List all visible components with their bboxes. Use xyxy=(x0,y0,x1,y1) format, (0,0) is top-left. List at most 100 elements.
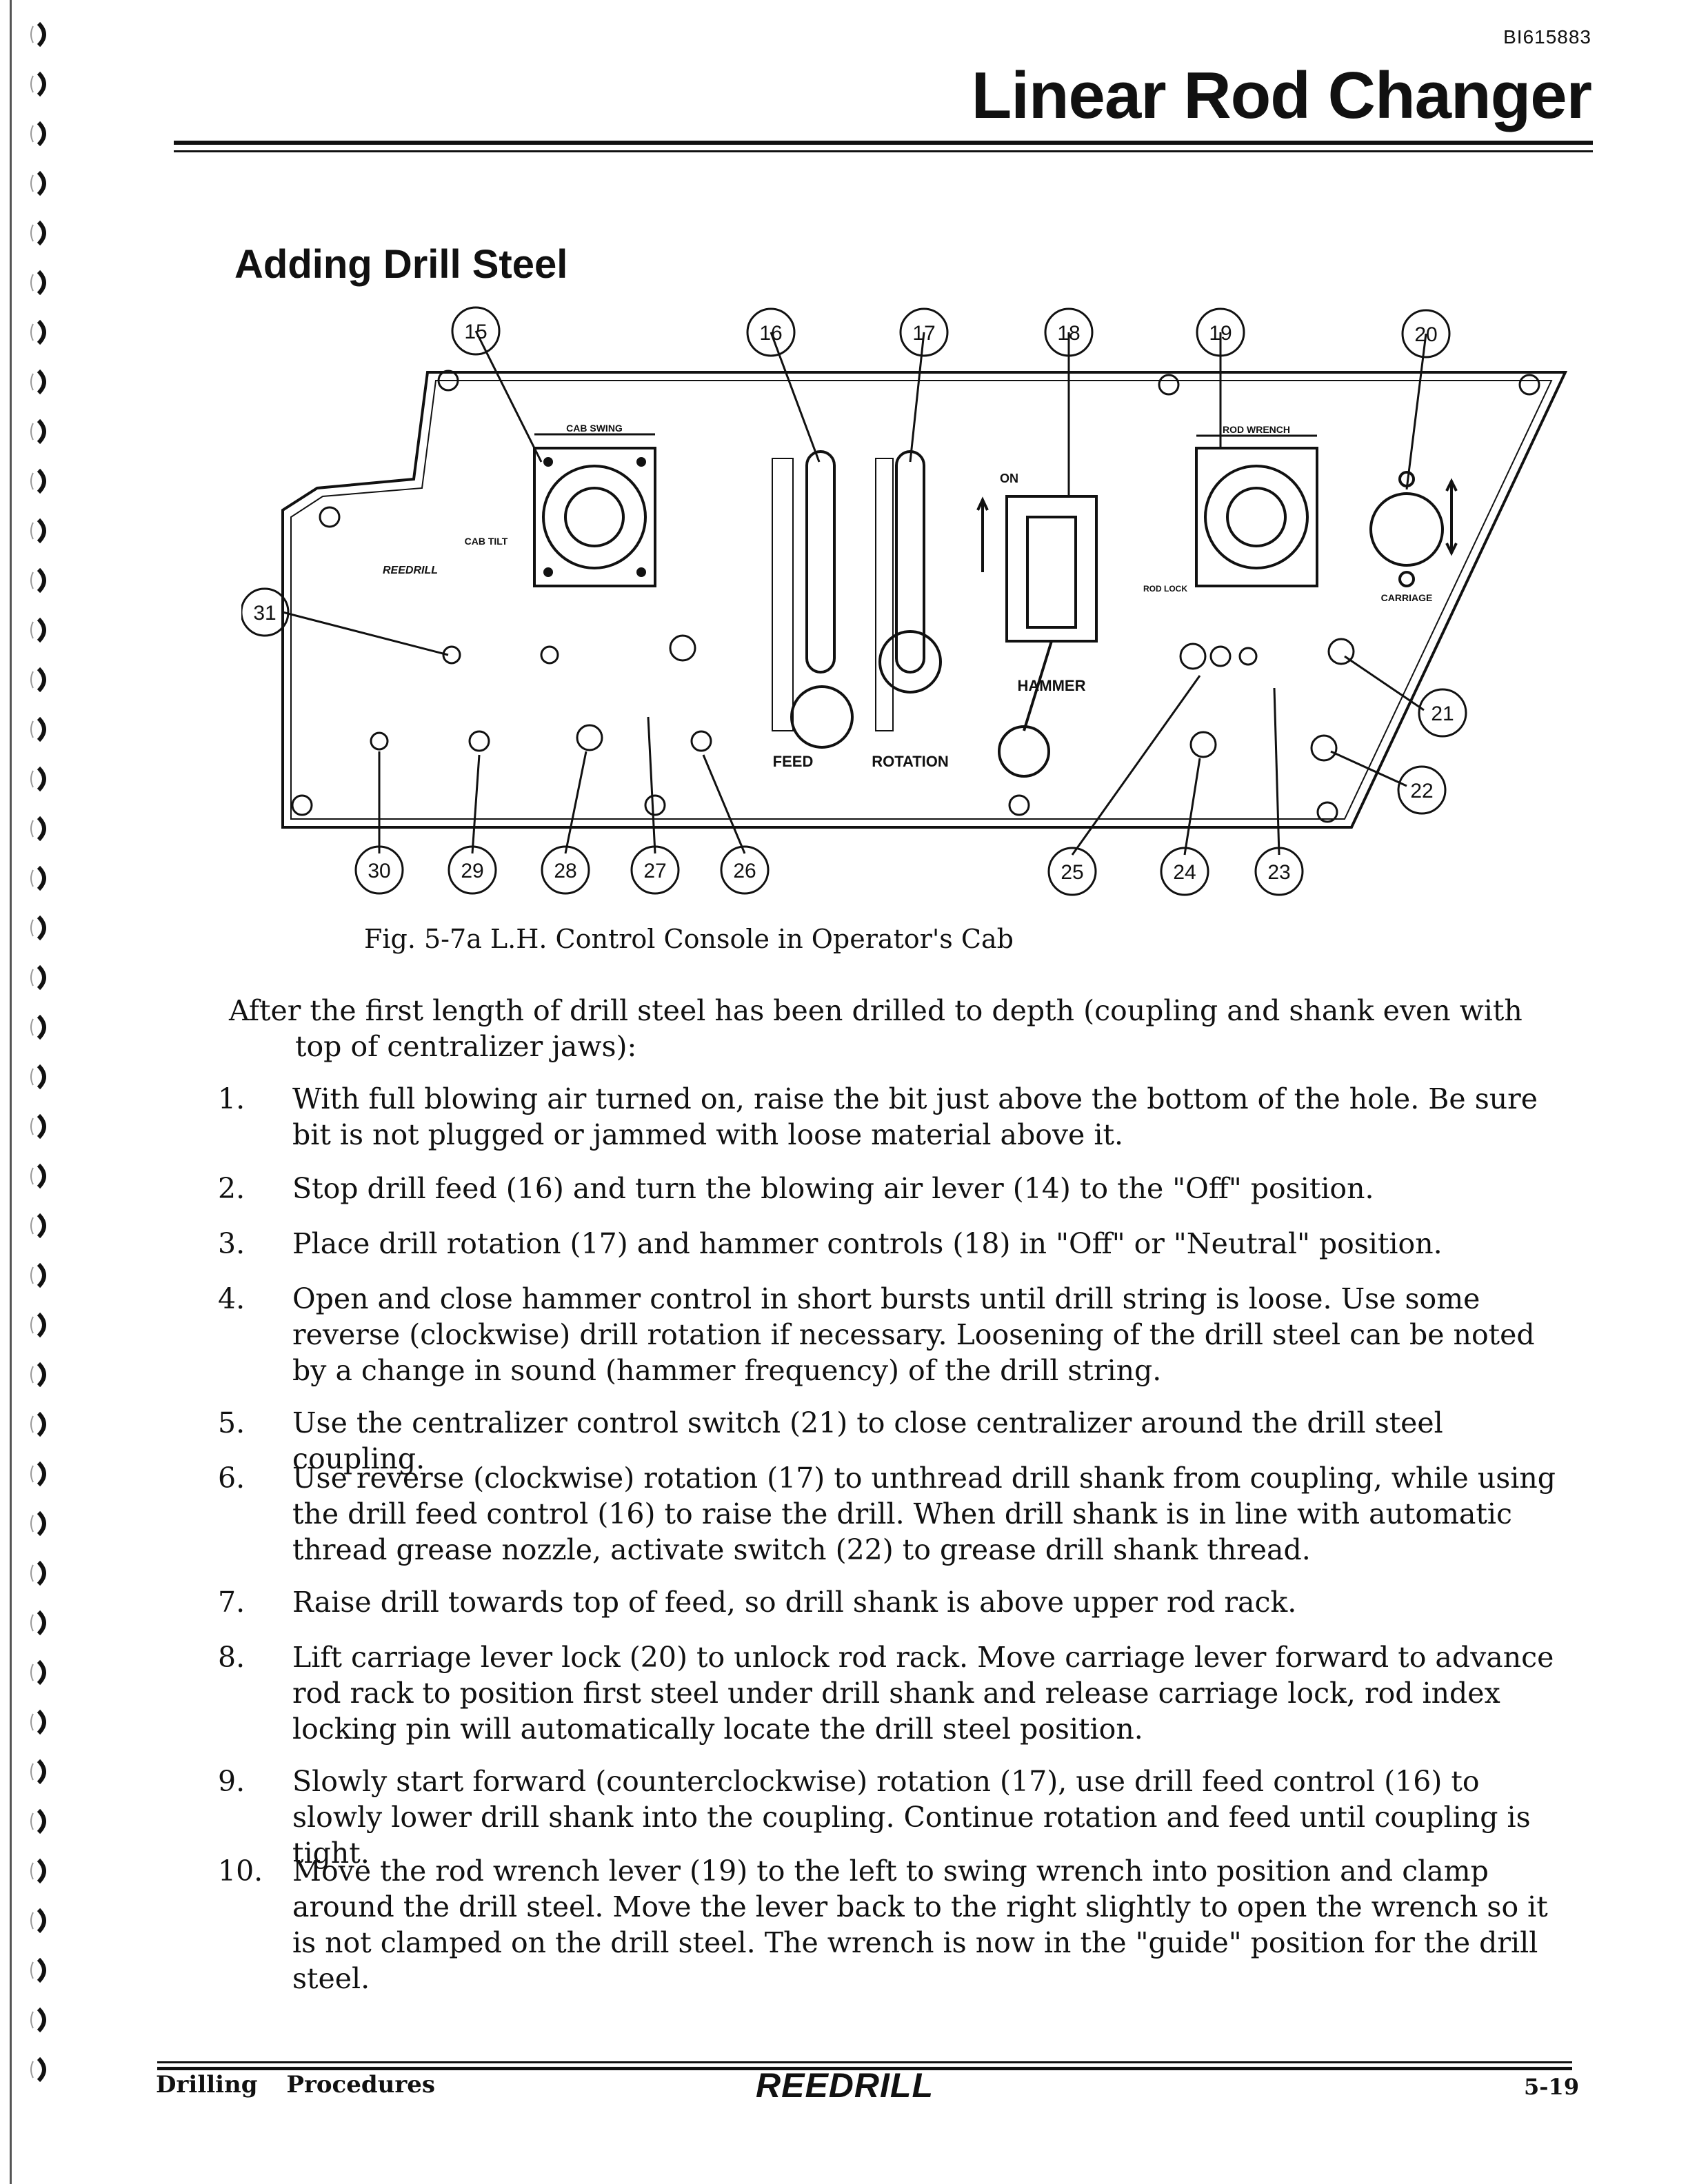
callout-24: 24 xyxy=(1173,861,1196,884)
document-id: BI615883 xyxy=(1503,26,1591,48)
binder-hole-icon xyxy=(26,565,57,596)
step-number: 5. xyxy=(218,1406,245,1439)
binder-edge-line xyxy=(10,0,12,2184)
binder-hole-icon xyxy=(26,1905,57,1936)
step-text: Lift carriage lever lock (20) to unlock … xyxy=(292,1641,1554,1746)
callout-28: 28 xyxy=(554,860,576,882)
binder-hole-icon xyxy=(26,1459,57,1489)
callout-29: 29 xyxy=(461,860,483,882)
binder-hole-icon xyxy=(26,1409,57,1439)
callout-leaders xyxy=(282,330,1427,856)
step-text: Open and close hammer control in short b… xyxy=(292,1282,1535,1387)
binder-hole-icon xyxy=(26,2005,57,2035)
binder-margin xyxy=(0,0,76,2184)
binder-hole-icon xyxy=(26,267,57,298)
callout-19: 19 xyxy=(1209,322,1232,345)
callout-22: 22 xyxy=(1410,780,1433,802)
footer-rule-thick xyxy=(157,2067,1572,2070)
callout-26: 26 xyxy=(733,860,756,882)
callout-23: 23 xyxy=(1267,861,1290,884)
step-number: 10. xyxy=(218,1854,263,1888)
footer-brand-logo: REEDRILL xyxy=(756,2066,934,2105)
binder-hole-icon xyxy=(26,1856,57,1886)
binder-hole-icon xyxy=(26,1558,57,1588)
binder-hole-icon xyxy=(26,1310,57,1340)
footer-section-label: Drilling Procedures xyxy=(156,2071,436,2099)
label-rotation: ROTATION xyxy=(872,753,949,770)
callout-16: 16 xyxy=(759,322,782,345)
rod-wrench-joystick xyxy=(1195,434,1318,587)
binder-hole-icon xyxy=(26,218,57,248)
binder-hole-icon xyxy=(26,1260,57,1291)
panel-screws xyxy=(291,370,1540,823)
binder-hole-icon xyxy=(26,1806,57,1837)
binder-hole-icon xyxy=(26,764,57,794)
intro-paragraph: After the first length of drill steel ha… xyxy=(229,994,1523,1063)
step-text: Use reverse (clockwise) rotation (17) to… xyxy=(292,1462,1556,1566)
label-hammer: HAMMER xyxy=(1018,677,1086,694)
binder-hole-icon xyxy=(26,466,57,496)
callout-17: 17 xyxy=(912,322,935,345)
binder-hole-icon xyxy=(26,119,57,149)
step-text: Slowly start forward (counterclockwise) … xyxy=(292,1765,1531,1870)
binder-hole-icon xyxy=(26,913,57,943)
page-number: 5-19 xyxy=(1524,2074,1580,2100)
binder-hole-icon xyxy=(26,2054,57,2085)
binder-hole-icon xyxy=(26,714,57,745)
label-rod-lock: ROD LOCK xyxy=(1143,584,1187,594)
callout-30: 30 xyxy=(368,860,390,882)
step-number: 1. xyxy=(218,1082,245,1115)
binder-hole-icon xyxy=(26,69,57,99)
binder-hole-icon xyxy=(26,1211,57,1241)
panel-inner-outline xyxy=(290,380,1553,820)
title-rule-thin xyxy=(174,150,1593,152)
callout-27: 27 xyxy=(643,860,666,882)
label-on: ON xyxy=(1000,472,1018,485)
binder-hole-icon xyxy=(26,1707,57,1737)
step-number: 3. xyxy=(218,1227,245,1260)
binder-hole-icon xyxy=(26,1757,57,1787)
step-number: 8. xyxy=(218,1641,245,1674)
binder-hole-icon xyxy=(26,367,57,397)
callout-25: 25 xyxy=(1061,861,1083,884)
rotation-lever xyxy=(875,450,942,731)
step-text: Move the rod wrench lever (19) to the le… xyxy=(292,1854,1548,1995)
panel-outline xyxy=(281,371,1568,829)
step-text: Use the centralizer control switch (21) … xyxy=(292,1406,1443,1475)
section-heading: Adding Drill Steel xyxy=(234,242,568,287)
step-number: 9. xyxy=(218,1765,245,1798)
binder-hole-icon xyxy=(26,1161,57,1191)
toggle-switches xyxy=(370,634,1355,762)
step-text: Stop drill feed (16) and turn the blowin… xyxy=(292,1172,1374,1205)
footer-rule-thin xyxy=(157,2061,1572,2063)
binder-hole-icon xyxy=(26,1359,57,1390)
label-rod-wrench: ROD WRENCH xyxy=(1223,424,1290,435)
step-number: 6. xyxy=(218,1462,245,1495)
binder-hole-icon xyxy=(26,1955,57,1985)
binder-hole-icon xyxy=(26,962,57,993)
step-text: Raise drill towards top of feed, so dril… xyxy=(292,1586,1297,1619)
binder-hole-icon xyxy=(26,1608,57,1638)
cab-swing-joystick xyxy=(533,433,656,587)
label-feed: FEED xyxy=(773,753,814,770)
label-brand: REEDRILL xyxy=(383,565,438,576)
binder-hole-icon xyxy=(26,615,57,645)
step-number: 7. xyxy=(218,1586,245,1619)
hammer-lever xyxy=(976,495,1098,778)
binder-hole-icon xyxy=(26,1012,57,1042)
callout-31: 31 xyxy=(253,602,276,625)
figure-caption: Fig. 5-7a L.H. Control Console in Operat… xyxy=(364,924,1014,954)
binder-hole-icon xyxy=(26,416,57,447)
feed-lever xyxy=(772,450,854,749)
binder-hole-icon xyxy=(26,168,57,199)
step-number: 4. xyxy=(218,1282,245,1315)
binder-hole-icon xyxy=(26,1508,57,1539)
step-text: With full blowing air turned on, raise t… xyxy=(292,1082,1538,1151)
step-number: 2. xyxy=(218,1172,245,1205)
label-cab-swing: CAB SWING xyxy=(566,423,623,434)
binder-hole-icon xyxy=(26,19,57,50)
label-cab-tilt: CAB TILT xyxy=(465,536,508,547)
binder-hole-icon xyxy=(26,516,57,546)
